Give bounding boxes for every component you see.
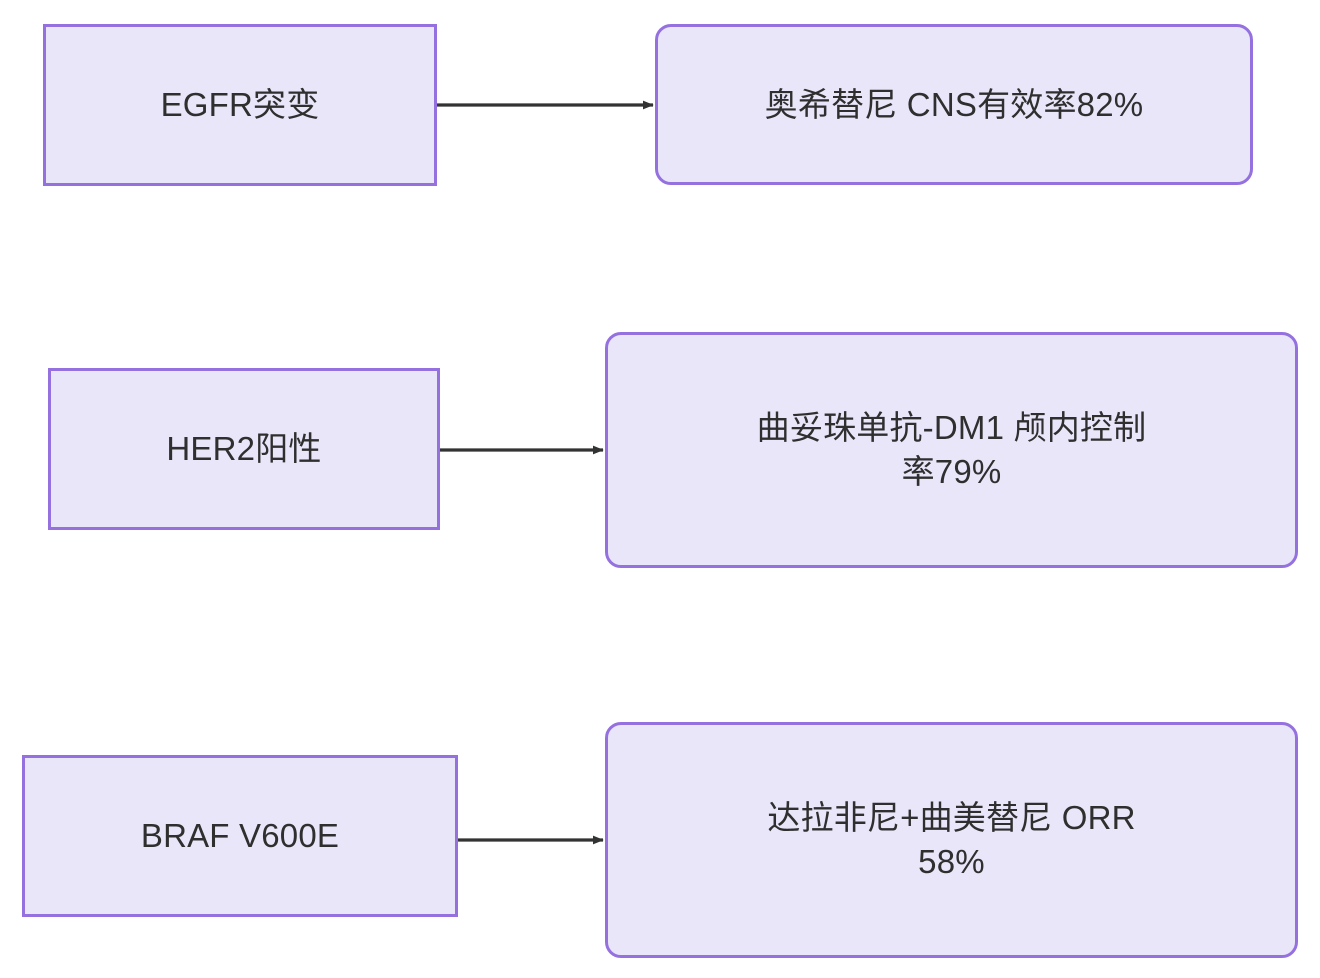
node-her2-positive[interactable]: HER2阳性 bbox=[48, 368, 440, 530]
node-label: BRAF V600E bbox=[140, 817, 340, 855]
node-osimertinib-outcome[interactable]: 奥希替尼 CNS有效率82% bbox=[655, 24, 1253, 185]
node-label: 奥希替尼 CNS有效率82% bbox=[764, 85, 1144, 123]
node-label: 达拉非尼+曲美替尼 ORR 58% bbox=[767, 799, 1136, 880]
node-label: HER2阳性 bbox=[166, 430, 322, 468]
node-label: EGFR突变 bbox=[160, 86, 320, 124]
node-tdm1-outcome[interactable]: 曲妥珠单抗-DM1 颅内控制 率79% bbox=[605, 332, 1298, 568]
node-dabrafenib-trametinib-outcome[interactable]: 达拉非尼+曲美替尼 ORR 58% bbox=[605, 722, 1298, 958]
node-braf-v600e[interactable]: BRAF V600E bbox=[22, 755, 458, 917]
node-label: 曲妥珠单抗-DM1 颅内控制 率79% bbox=[756, 409, 1147, 490]
node-egfr-mutation[interactable]: EGFR突变 bbox=[43, 24, 437, 186]
